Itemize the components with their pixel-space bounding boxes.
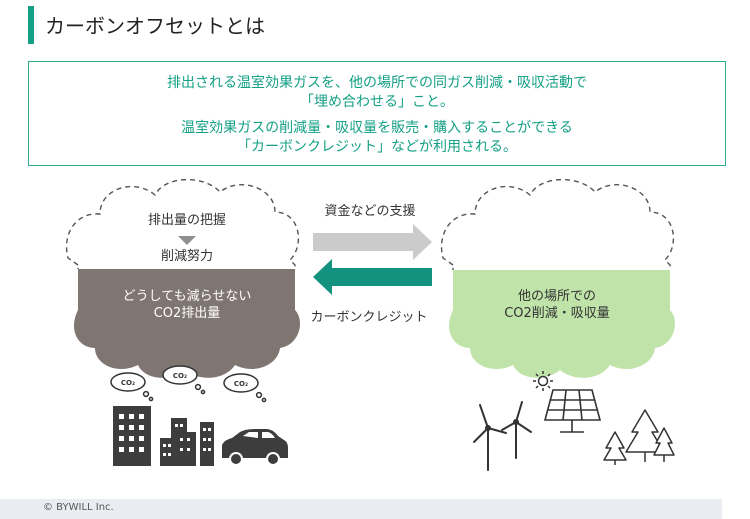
co2-text: CO₂ — [173, 372, 187, 380]
page-title: カーボンオフセットとは — [45, 14, 265, 38]
solar-panel-icon — [543, 389, 602, 433]
carbon-offset-diagram: 排出量の把握 削減努力 どうしても減らせない CO2排出量 他の場所での CO2… — [65, 178, 676, 471]
co2-bubble-icon — [110, 372, 154, 402]
wind-turbine-icon — [473, 401, 532, 471]
credit-arrow — [313, 259, 432, 295]
offset-amount-line-1: 他の場所での — [518, 289, 596, 304]
funding-arrow — [313, 224, 432, 260]
footer: © BYWILL Inc. — [0, 499, 722, 519]
definition-line-4: 「カーボンクレジット」などが利用される。 — [237, 139, 517, 155]
co2-bubble-icon — [162, 365, 206, 395]
unavoidable-emissions-line-2: CO2排出量 — [154, 306, 221, 321]
offset-cloud — [440, 178, 676, 378]
sun-icon — [533, 371, 553, 391]
co2-text: CO₂ — [121, 379, 135, 387]
measure-emissions-label: 排出量の把握 — [148, 213, 226, 228]
unavoidable-emissions-line-1: どうしても減らせない — [123, 288, 252, 304]
building-icon — [113, 406, 151, 466]
reduction-effort-label: 削減努力 — [161, 248, 213, 264]
emission-cloud — [65, 178, 301, 378]
definition-box: 排出される温室効果ガスを、他の場所での同ガス削減・吸収活動で 「埋め合わせる」こ… — [28, 61, 726, 166]
definition-line-3: 温室効果ガスの削減量・吸収量を販売・購入することができる — [181, 120, 573, 136]
offset-amount-line-2: CO2削減・吸収量 — [504, 305, 610, 321]
definition-line-1: 排出される温室効果ガスを、他の場所での同ガス削減・吸収活動で — [167, 75, 587, 91]
car-icon — [222, 429, 288, 466]
copyright-text: © BYWILL Inc. — [43, 502, 114, 513]
co2-text: CO₂ — [234, 380, 248, 388]
title-accent-bar — [28, 6, 34, 44]
forest-icon — [603, 409, 675, 465]
down-triangle-icon — [178, 236, 196, 245]
building-icon — [160, 418, 214, 466]
co2-bubble-icon — [223, 373, 267, 403]
funding-support-label: 資金などの支援 — [324, 203, 415, 219]
carbon-credit-label: カーボンクレジット — [310, 310, 427, 325]
definition-line-2: 「埋め合わせる」こと。 — [300, 94, 454, 110]
